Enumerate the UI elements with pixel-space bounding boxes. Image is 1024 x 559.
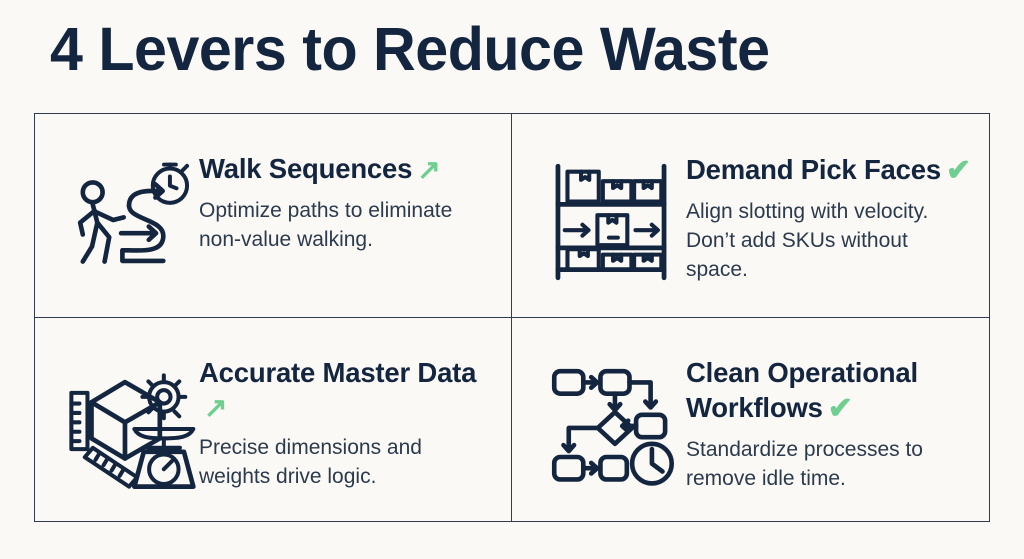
page-title: 4 Levers to Reduce Waste (50, 15, 770, 83)
card-heading-text: Walk Sequences (199, 153, 413, 184)
card-body: Optimize paths to eliminate non-value wa… (199, 198, 453, 251)
card-heading-text: Demand Pick Faces (686, 154, 941, 185)
card-walk-sequences: Walk Sequences↗ Optimize paths to elimin… (35, 114, 512, 318)
warehouse-rack-boxes-icon (536, 136, 686, 290)
card-text: Walk Sequences↗ Optimize paths to elimin… (199, 136, 493, 255)
card-heading-text: Accurate Master Data (199, 356, 477, 388)
card-text: Clean Operational Workflows✔ Standardize… (686, 340, 971, 494)
card-body: Align slotting with velocity. Don’t add … (686, 200, 929, 282)
card-heading: Accurate Master Data↗ (199, 356, 493, 426)
card-heading: Walk Sequences↗ (199, 152, 493, 188)
checkmark-icon: ✔ (945, 154, 971, 187)
card-heading: Demand Pick Faces✔ (686, 152, 971, 189)
card-body: Precise dimensions and weights drive log… (199, 436, 422, 489)
card-text: Accurate Master Data↗ Precise dimensions… (199, 340, 493, 493)
card-clean-operational-workflows: Clean Operational Workflows✔ Standardize… (512, 318, 989, 522)
flowchart-clock-icon (536, 340, 686, 490)
walking-person-path-stopwatch-icon (59, 136, 199, 286)
card-text: Demand Pick Faces✔ Align slotting with v… (686, 136, 971, 285)
card-body: Standardize processes to remove idle tim… (686, 437, 923, 490)
card-accurate-master-data: Accurate Master Data↗ Precise dimensions… (35, 317, 512, 521)
card-demand-pick-faces: Demand Pick Faces✔ Align slotting with v… (512, 114, 989, 318)
levers-grid: Walk Sequences↗ Optimize paths to elimin… (34, 113, 990, 522)
arrow-up-right-icon: ↗ (204, 391, 228, 423)
checkmark-icon: ✔ (827, 391, 853, 425)
box-ruler-gear-scale-icon (59, 340, 199, 492)
card-heading: Clean Operational Workflows✔ (686, 356, 971, 427)
card-heading-text: Clean Operational Workflows (686, 356, 918, 423)
arrow-up-right-icon: ↗ (417, 154, 441, 185)
